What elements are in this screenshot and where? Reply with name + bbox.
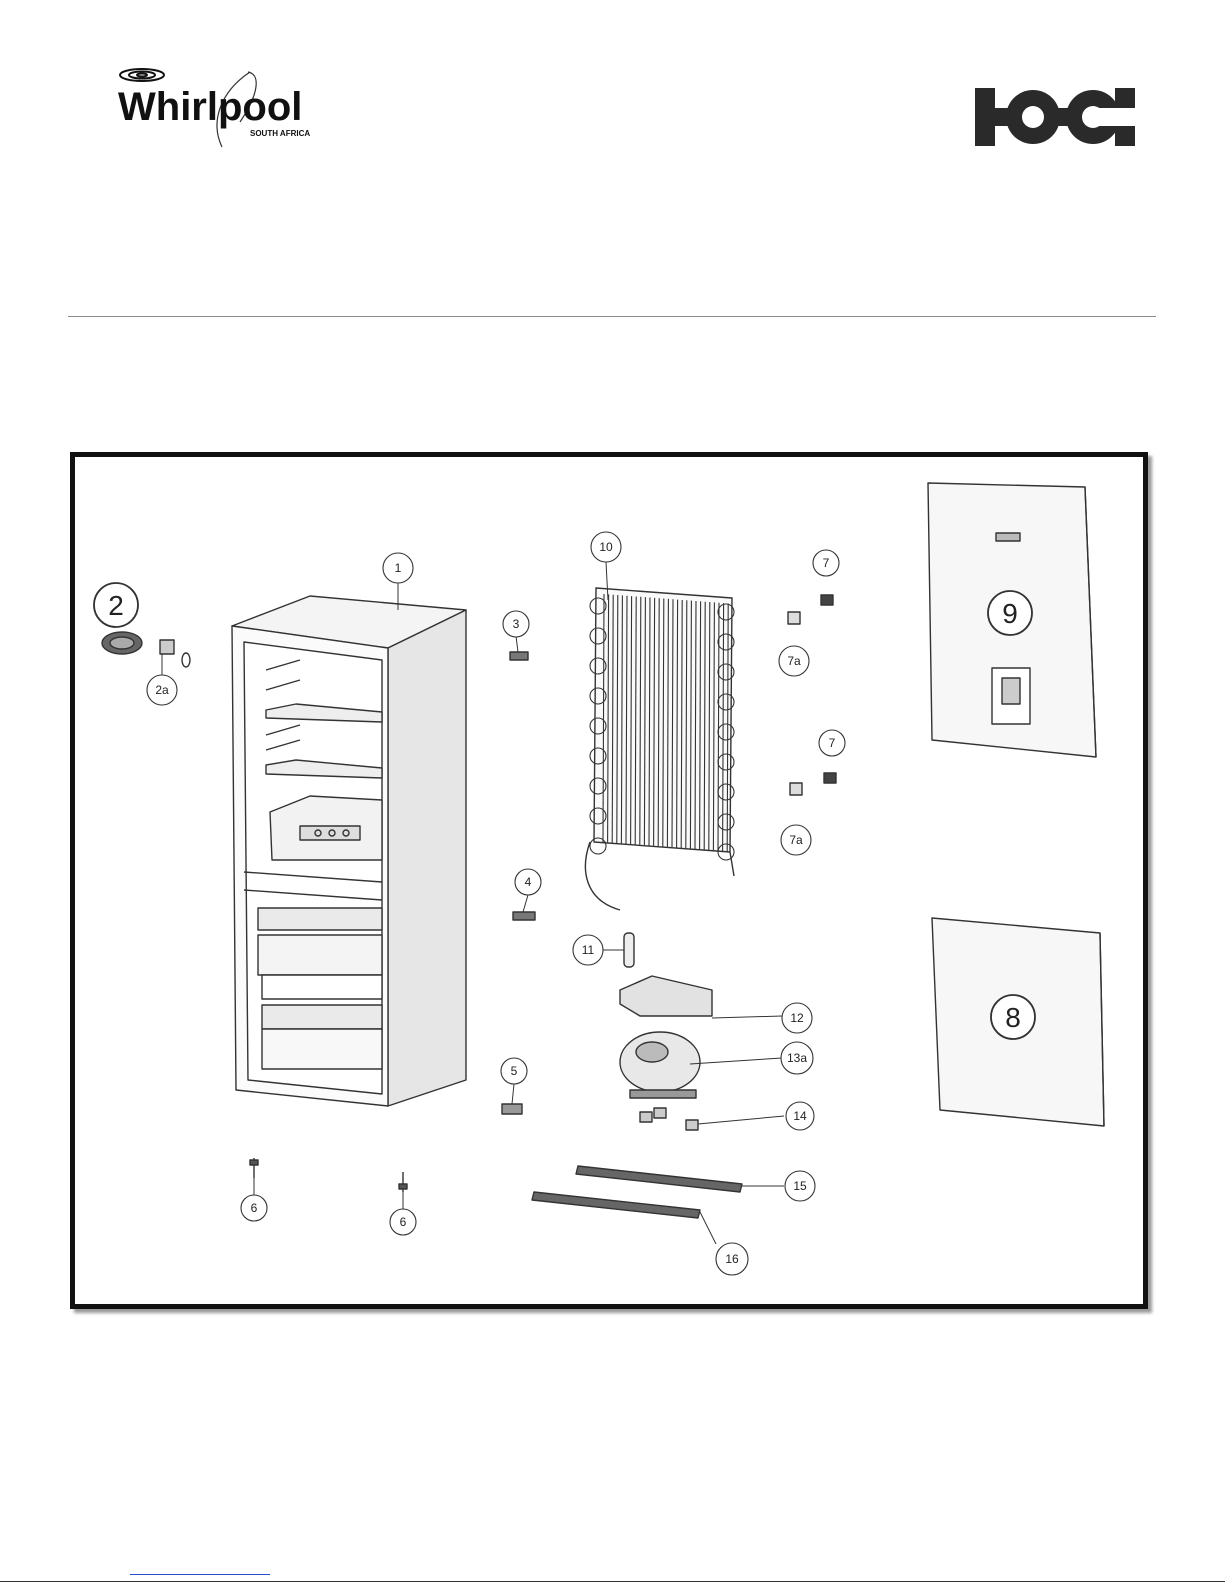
callout-c13a: 13a	[781, 1042, 813, 1074]
callout-c14: 14	[786, 1102, 814, 1130]
part-3	[510, 652, 528, 660]
callout-c15: 15	[785, 1171, 815, 1201]
part-15-rail	[576, 1166, 742, 1192]
callout-label: 5	[511, 1064, 518, 1078]
callout-c6a: 6	[241, 1195, 267, 1221]
callout-c7a: 7	[813, 550, 839, 576]
header-divider	[68, 316, 1156, 317]
callout-label: 2	[108, 590, 124, 621]
callout-label: 7a	[787, 654, 801, 668]
callout-label: 6	[400, 1215, 407, 1229]
callout-label: 3	[513, 617, 520, 631]
callout-c10: 10	[591, 532, 621, 562]
part-5	[502, 1104, 522, 1114]
part-11	[624, 933, 634, 967]
callout-c2a: 2a	[147, 675, 177, 705]
cabinet-part	[232, 596, 466, 1106]
callout-label: 7	[829, 736, 836, 750]
callout-c7ab: 7a	[781, 825, 811, 855]
callout-label: 7a	[789, 833, 803, 847]
compressor-part	[620, 1032, 700, 1098]
part-7a-upper	[788, 612, 800, 624]
callout-label: 8	[1005, 1002, 1021, 1033]
callout-c7aa: 7a	[779, 646, 809, 676]
callout-label: 10	[599, 540, 613, 554]
whirlpool-wordmark: Whirlpool	[118, 85, 302, 129]
callout-c5: 5	[501, 1058, 527, 1084]
callout-c8: 8	[991, 995, 1035, 1039]
condenser-part	[585, 588, 734, 910]
callout-label: 16	[725, 1252, 739, 1266]
whirlpool-logo: Whirlpool SOUTH AFRICA	[110, 62, 310, 152]
callout-label: 6	[251, 1201, 258, 1215]
callout-c3: 3	[503, 611, 529, 637]
kic-logo	[975, 82, 1145, 152]
footer-link-underline[interactable]	[130, 1574, 270, 1575]
part-7-lower	[824, 773, 836, 783]
callout-label: 2a	[155, 683, 169, 697]
callout-label: 13a	[787, 1051, 807, 1065]
callout-c1: 1	[383, 553, 413, 583]
callout-c11: 11	[573, 935, 603, 965]
callout-c7b: 7	[819, 730, 845, 756]
callout-c9: 9	[988, 591, 1032, 635]
swirl-icon	[120, 69, 164, 81]
callout-label: 12	[790, 1011, 804, 1025]
part-16-rail	[532, 1192, 700, 1218]
part-7a-lower	[790, 783, 802, 795]
part-4	[513, 912, 535, 920]
part-7-upper	[821, 595, 833, 605]
whirlpool-subtext: SOUTH AFRICA	[250, 129, 310, 138]
part-6-feet	[250, 1158, 407, 1192]
callout-label: 15	[793, 1179, 807, 1193]
callout-label: 1	[395, 561, 402, 575]
part-12	[620, 976, 712, 1016]
callout-c2: 2	[94, 583, 138, 627]
callout-c6b: 6	[390, 1209, 416, 1235]
callout-label: 4	[525, 875, 532, 889]
footer-divider	[0, 1581, 1225, 1582]
callout-c16: 16	[716, 1243, 748, 1275]
callout-label: 11	[582, 943, 595, 957]
part-2	[102, 632, 190, 667]
callout-c12: 12	[782, 1003, 812, 1033]
callout-label: 9	[1002, 598, 1018, 629]
part-14	[640, 1108, 698, 1130]
callout-c4: 4	[515, 869, 541, 895]
callout-label: 7	[823, 556, 830, 570]
callout-label: 14	[793, 1109, 807, 1123]
